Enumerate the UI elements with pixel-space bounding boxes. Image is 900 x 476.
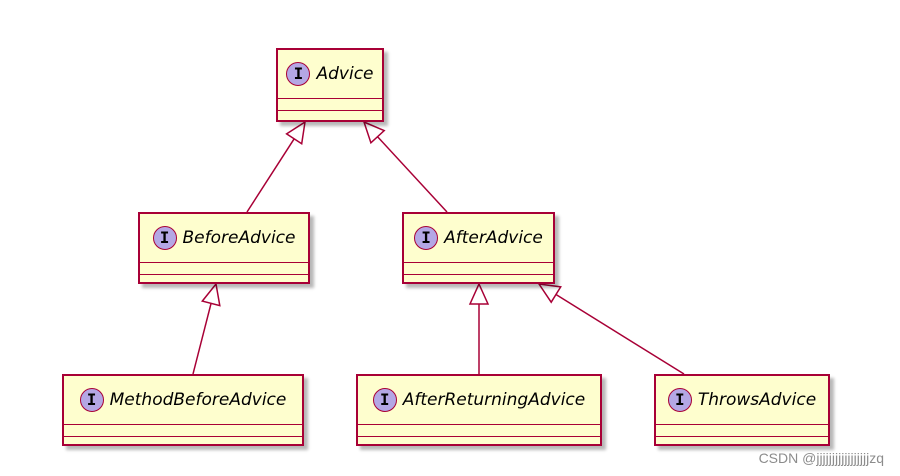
node-name: BeforeAdvice bbox=[182, 227, 296, 248]
node-throws-advice[interactable]: I ThrowsAdvice bbox=[654, 374, 830, 446]
interface-circle-icon: I bbox=[667, 388, 692, 412]
node-name: ThrowsAdvice bbox=[697, 389, 817, 410]
edge-line-methodbefore-to-before bbox=[192, 303, 212, 375]
node-after-advice[interactable]: I AfterAdvice bbox=[402, 212, 555, 284]
node-name: AfterReturningAdvice bbox=[402, 389, 586, 410]
node-before-advice[interactable]: I BeforeAdvice bbox=[138, 212, 310, 284]
node-advice[interactable]: I Advice bbox=[276, 48, 384, 122]
node-method-before-advice[interactable]: I MethodBeforeAdvice bbox=[62, 374, 304, 446]
watermark: CSDN @jjjjjjjjjjjjjjjjjzq bbox=[758, 450, 884, 466]
generalization-arrowhead-icon bbox=[362, 120, 386, 145]
generalization-arrowhead-icon bbox=[537, 283, 562, 304]
node-name: Advice bbox=[316, 63, 374, 84]
interface-circle-icon: I bbox=[152, 226, 177, 250]
node-after-returning-advice[interactable]: I AfterReturningAdvice bbox=[356, 374, 602, 446]
generalization-arrowhead-icon bbox=[468, 282, 490, 305]
node-name: AfterAdvice bbox=[444, 227, 543, 248]
node-name: MethodBeforeAdvice bbox=[109, 389, 287, 410]
interface-circle-icon: I bbox=[79, 388, 104, 412]
interface-circle-icon: I bbox=[286, 62, 311, 86]
generalization-arrowhead-icon bbox=[200, 282, 221, 307]
edge-line-throws-to-after bbox=[555, 293, 685, 375]
interface-circle-icon: I bbox=[414, 226, 439, 250]
edge-line-before-to-advice bbox=[246, 138, 295, 213]
generalization-arrowhead-icon bbox=[285, 120, 306, 145]
interface-circle-icon: I bbox=[372, 388, 397, 412]
edge-line-after-to-advice bbox=[377, 136, 448, 213]
